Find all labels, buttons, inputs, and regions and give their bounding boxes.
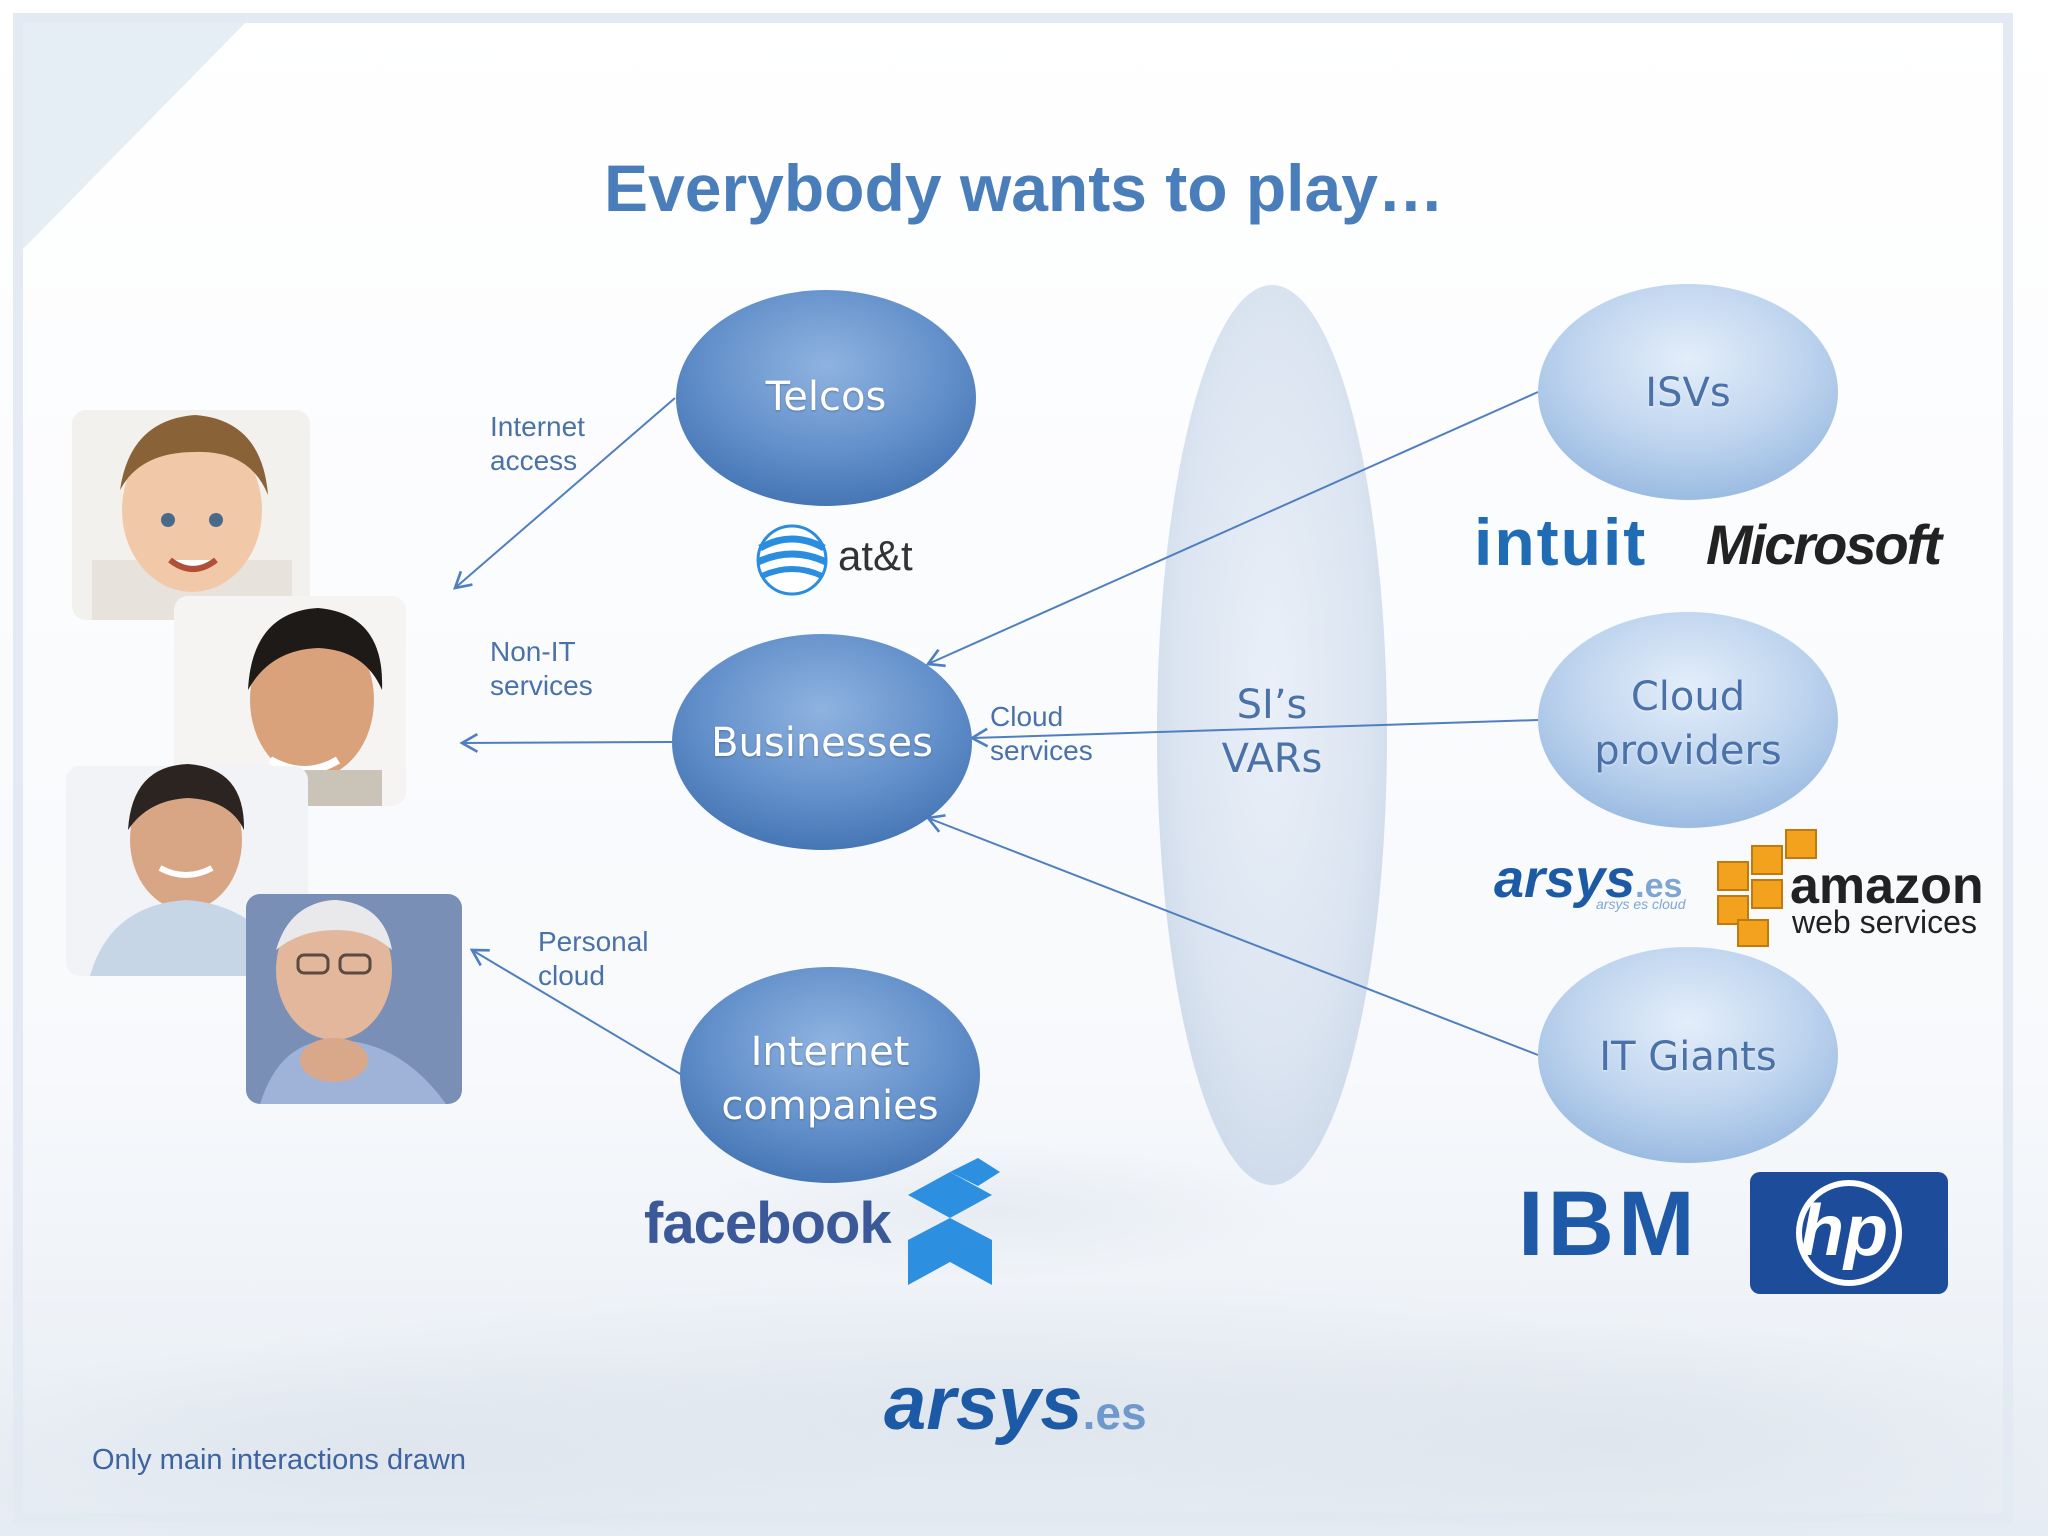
si-vars-lens: [1157, 285, 1387, 1185]
edge-label-personal-cloud-line2: cloud: [538, 960, 605, 991]
node-internet-companies-line1: Internet: [750, 1029, 910, 1075]
node-cloud-providers-label: Cloud providers: [1538, 670, 1838, 778]
aws-boxes-icon: [1717, 829, 1817, 947]
arsys-cloud-logo: arsys.es: [1494, 848, 1682, 910]
node-internet-companies: [680, 967, 980, 1183]
people-photos: [66, 410, 462, 1104]
node-businesses-label: Businesses: [711, 720, 933, 766]
intuit-logo: intuit: [1474, 505, 1648, 579]
facebook-logo: facebook: [644, 1191, 892, 1256]
edge-label-internet-access: Internet access: [490, 410, 585, 478]
edge-label-cloud-services-line2: services: [990, 735, 1093, 766]
node-isvs: [1538, 284, 1838, 500]
node-isvs-label: ISVs: [1645, 370, 1731, 416]
edge-internet-companies-to-users: [469, 948, 683, 1076]
edge-label-internet-access-line1: Internet: [490, 411, 585, 442]
edge-label-non-it-services-line1: Non-IT: [490, 636, 576, 667]
footnote: Only main interactions drawn: [92, 1444, 466, 1476]
hp-logo: hp: [1800, 1191, 1888, 1271]
photo-young-man: [174, 596, 406, 806]
node-telcos: [676, 290, 976, 506]
node-it-giants-label: IT Giants: [1599, 1034, 1777, 1080]
arsys-cloud-logo-es: .es: [1635, 867, 1683, 905]
connectors: [452, 391, 1539, 1076]
ibm-logo: IBM: [1518, 1173, 1699, 1275]
att-logo: at&t: [838, 532, 913, 579]
arsys-cloud-logo-name: arsys: [1494, 849, 1636, 909]
microsoft-logo: Microsoft: [1706, 513, 1942, 576]
node-businesses: [672, 634, 972, 850]
node-cloud-providers-line2: providers: [1594, 728, 1782, 774]
edge-telcos-to-users: [452, 397, 676, 590]
si-vars-label: SI’s VARs: [1172, 678, 1372, 786]
arsys-footer-logo: arsys.es: [884, 1360, 1147, 1447]
arsys-footer-logo-name: arsys: [884, 1361, 1083, 1446]
edge-isvs-to-businesses: [925, 391, 1539, 668]
node-internet-companies-line2: companies: [721, 1083, 939, 1129]
edge-businesses-to-users: [459, 732, 673, 753]
node-cloud-providers: [1538, 612, 1838, 828]
edge-label-personal-cloud-line1: Personal: [538, 926, 649, 957]
hp-logo-icon: [1750, 1172, 1948, 1294]
node-cloud-providers-line1: Cloud: [1630, 674, 1746, 720]
photo-old-man: [246, 894, 462, 1104]
edge-label-non-it-services: Non-IT services: [490, 635, 593, 703]
aws-logo-sub: web services: [1792, 904, 1977, 940]
node-telcos-label: Telcos: [765, 374, 887, 420]
edge-label-cloud-services-line1: Cloud: [990, 701, 1064, 732]
node-internet-companies-label: Internet companies: [680, 1025, 980, 1133]
si-vars-line1: SI’s: [1236, 682, 1308, 728]
amazon-logo: amazon: [1790, 857, 1984, 915]
page-title: Everybody wants to play…: [604, 151, 1444, 225]
edge-label-internet-access-line2: access: [490, 445, 578, 476]
edge-it-giants-to-businesses: [925, 814, 1539, 1056]
si-vars-line2: VARs: [1221, 736, 1323, 782]
edge-label-personal-cloud: Personal cloud: [538, 925, 649, 993]
att-globe-icon: [756, 524, 828, 596]
node-it-giants: [1538, 947, 1838, 1163]
arsys-footer-logo-es: .es: [1082, 1387, 1147, 1439]
edge-label-cloud-services: Cloud services: [990, 700, 1093, 768]
dropbox-icon: [908, 1158, 1000, 1285]
edge-label-non-it-services-line2: services: [490, 670, 593, 701]
photo-child: [72, 410, 310, 620]
corner-decoration: [18, 18, 250, 250]
edge-cloud-providers-to-businesses: [969, 719, 1539, 748]
arsys-cloud-logo-sub: arsys es cloud: [1596, 896, 1686, 912]
